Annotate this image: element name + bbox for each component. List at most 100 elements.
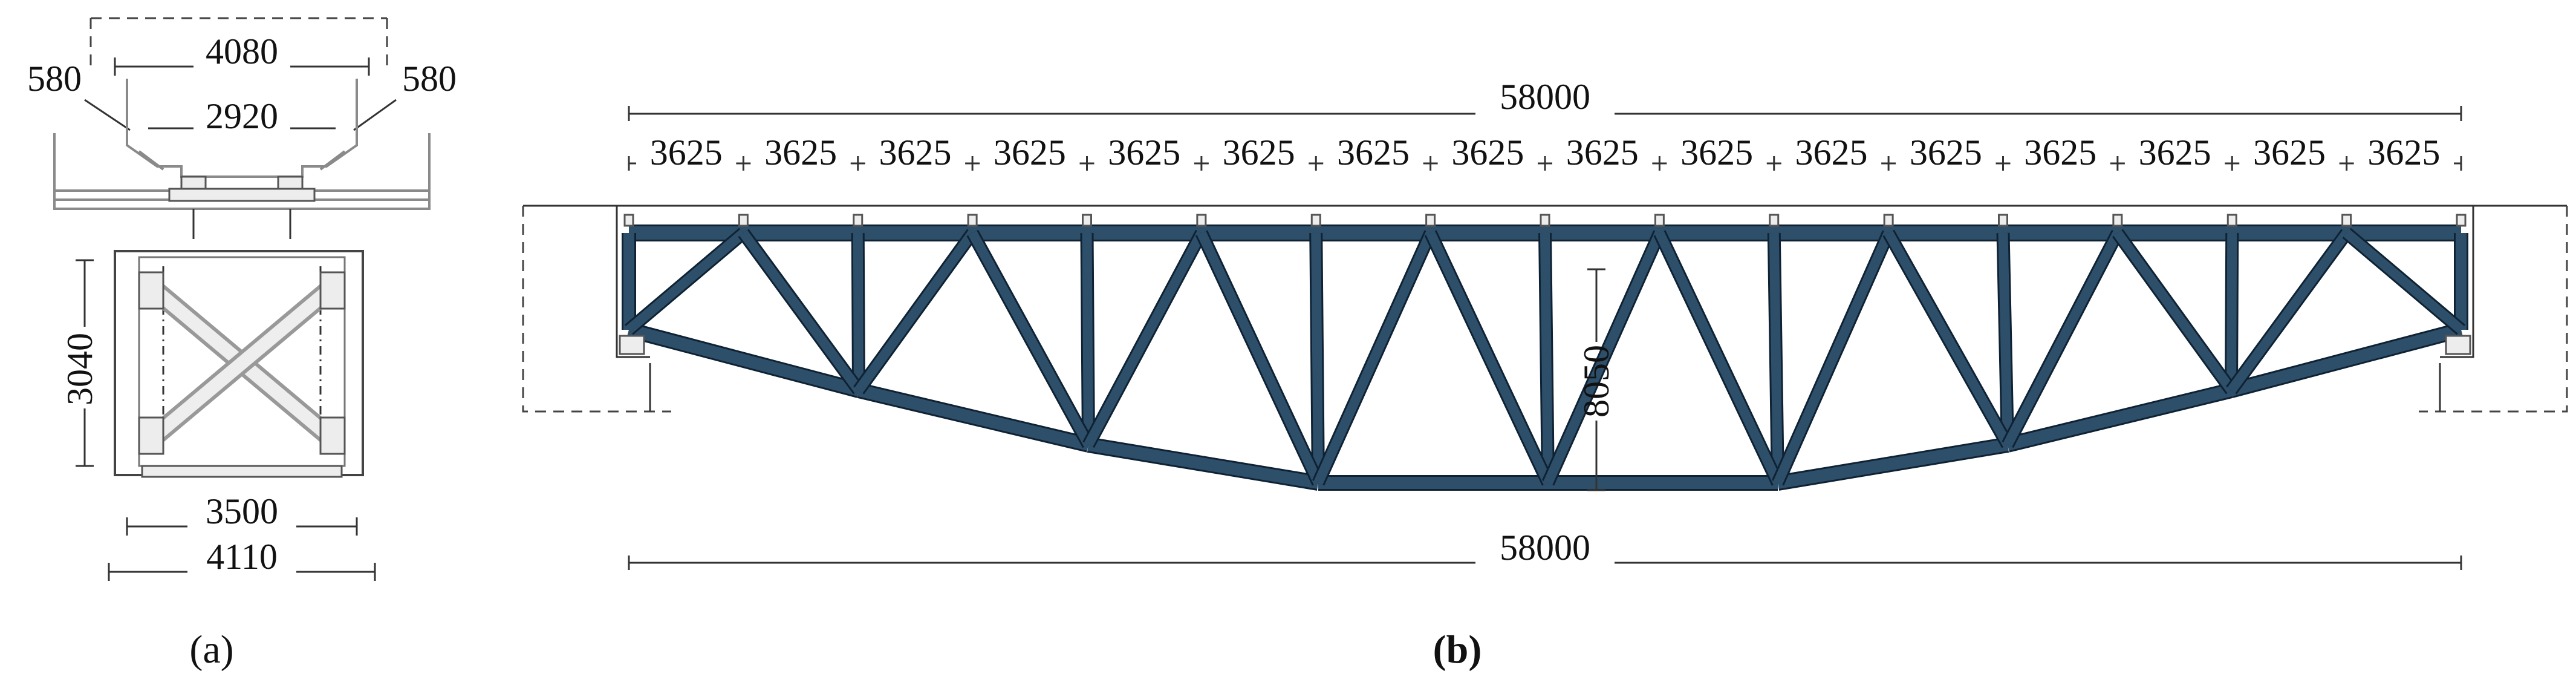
abutment-left-outline [522,206,671,413]
panel-dimension-label: 3625 [2024,133,2096,172]
deck-node-marker [2456,214,2467,227]
panel-dimension-label: 3625 [1108,133,1180,172]
panel-label-background [865,139,966,172]
panel-dimension-label: 3625 [1910,133,1982,172]
dim-top-width: 4080 [114,31,370,76]
diagonal-member [1195,230,1324,486]
section-bottom-outer-label: 4110 [206,537,278,577]
bearing-right [2445,335,2471,355]
panel-label-background [980,139,1080,172]
deck-node-marker [1540,214,1550,227]
section-inner-width-label: 2920 [206,96,278,136]
panel-dimension-label: 3625 [2253,133,2326,172]
dim-depth: 8050 [1576,268,1616,491]
section-dashed-outline [89,17,388,73]
panel-label-background [1208,139,1309,172]
dim-bottom-outer: 4110 [108,537,376,581]
dim-bottom-inner: 3500 [126,491,358,536]
bottom-chord-segment [857,382,1090,453]
diagonal-member [2226,229,2352,395]
bottom-chord-plate [141,465,343,478]
deck-node-marker [623,214,634,227]
bottom-chord-segment [2229,322,2464,398]
truss-structure [622,214,2468,491]
deck-node-marker [2112,214,2123,227]
deck-node-marker [1310,214,1321,227]
diagonal-member [1653,230,1784,486]
panel-dimension-label: 3625 [1566,133,1639,172]
track-girder-profile [126,79,358,178]
deck-node-marker [1998,214,2008,227]
panel-label-background [1552,139,1653,172]
diagonal-member [624,228,748,335]
section-right-offset-label: 580 [402,59,457,99]
bottom-chord-segment [1776,437,2009,491]
diagonal-member [2342,228,2466,335]
vertical-member [1996,232,2014,445]
section-view: 4080 580 580 2920 [27,17,457,672]
diagonal-member [738,229,864,395]
diagonal-member [2002,229,2124,448]
deck-bearing-left [180,175,207,190]
dim-height: 3040 [60,259,100,467]
section-bottom-inner-label: 3500 [206,491,278,531]
section-left-offset-label: 580 [27,59,82,99]
deck-node-marker [1769,214,1780,227]
panel-dimension-labels: 3625 3625 3625 3625 3625 3625 3625 3625 3625 3625… [628,133,2462,172]
girder-web-lines [138,150,346,171]
panel-dimension-label: 3625 [879,133,951,172]
bottom-chord-segment [2005,382,2234,453]
panel-label-background [1437,139,1538,172]
panel-label-background [2353,139,2454,172]
diagonal-member [853,229,978,395]
bearing-left [619,335,645,355]
panel-label-background [2124,139,2225,172]
deck-node-marker [1883,214,1894,227]
dim-span-bottom: 58000 [628,528,2462,570]
vertical-member [851,232,865,391]
deck-node-marker [2341,214,2352,227]
diagonal-member [1882,229,2014,448]
panel-label-background [2010,139,2110,172]
caption-b: (b) [1433,628,1482,672]
panel-dimension-label: 3625 [1680,133,1753,172]
panel-label-background [1094,139,1194,172]
span-bottom-label: 58000 [1500,528,1590,568]
panel-dimension-label: 3625 [1451,133,1524,172]
deck-node-marker [1196,214,1207,227]
deck-node-marker [1082,214,1092,227]
deck-node-marker [1654,214,1665,227]
deck-node-marker [2226,214,2237,227]
span-top-label: 58000 [1500,77,1590,117]
gusset-top-right [319,271,346,310]
gusset-bottom-left [138,416,164,455]
gusset-bottom-right [319,416,346,455]
vertical-member [2225,232,2239,391]
right-offset-leader [353,99,397,131]
panel-dimension-label: 3625 [2367,133,2440,172]
diagonal-member [1082,229,1208,448]
abutment-left-face [616,206,651,411]
vertical-member [1080,232,1095,445]
vertical-member [1767,232,1784,483]
diagonal-member [1771,230,1895,486]
deck-plate [168,188,316,202]
vertical-member [1538,232,1555,483]
gusset-top-left [138,271,164,310]
bottom-chord-segment [626,322,861,398]
abutment-right-face [2439,206,2474,411]
diagonal-member [1424,230,1554,486]
diagonal-member [1312,230,1437,486]
section-top-width-label: 4080 [206,31,278,71]
diagonal-member [2112,229,2237,395]
panel-dimension-label: 3625 [2139,133,2211,172]
panel-label-background [1323,139,1423,172]
deck-node-marker [1425,214,1436,227]
panel-dimension-label: 3625 [994,133,1066,172]
caption-a: (a) [189,628,233,672]
panel-dimension-label: 3625 [1223,133,1295,172]
panel-dimension-label: 3625 [1337,133,1410,172]
vertical-member [1309,232,1325,483]
